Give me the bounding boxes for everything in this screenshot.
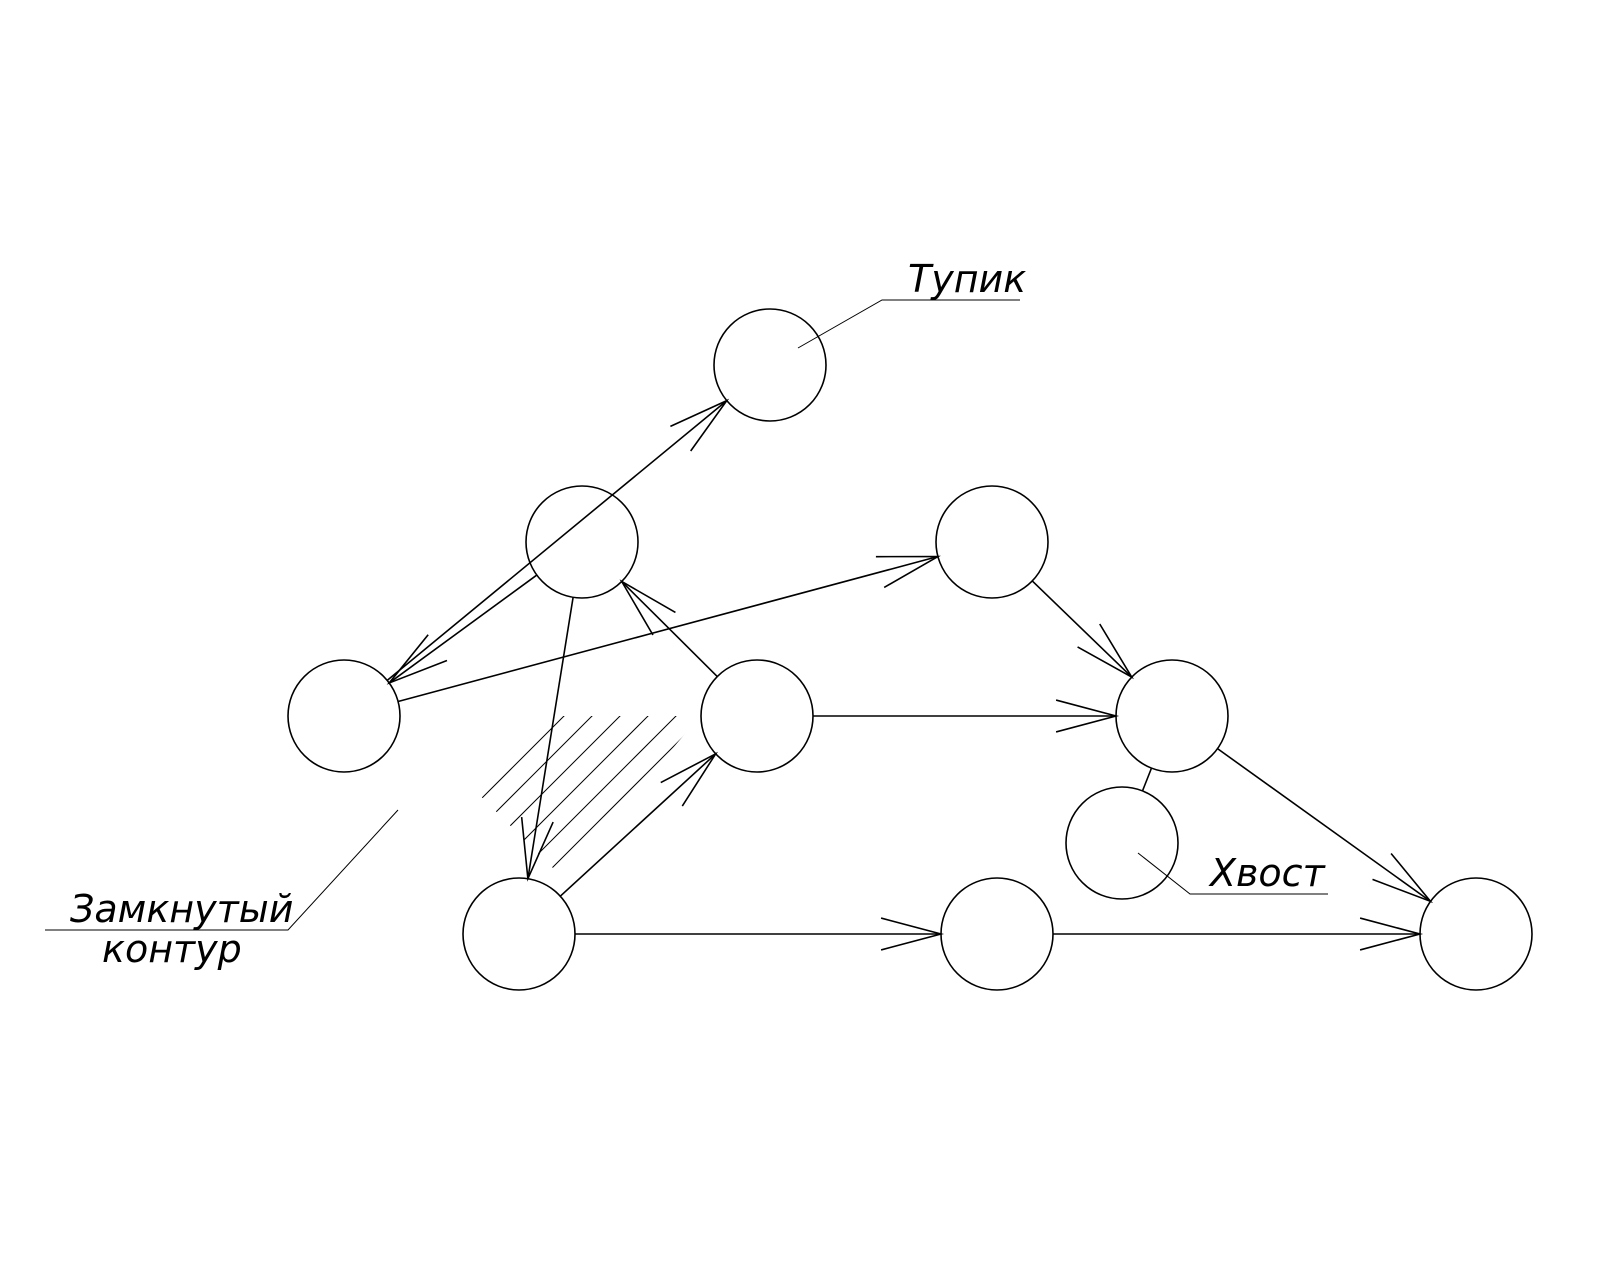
edge-d-e [1031, 580, 1133, 678]
node-i [1419, 877, 1533, 991]
hatch-line [659, 716, 700, 878]
node-b [287, 659, 401, 773]
closed-loop-hatching [400, 700, 944, 900]
dead-end-leader [797, 299, 1020, 349]
hatch-line [435, 716, 637, 878]
node-j [1065, 786, 1179, 900]
hatch-line [407, 716, 609, 878]
hatch-line [716, 700, 916, 900]
edge-f-a [621, 580, 718, 678]
node-d [935, 485, 1049, 599]
edge-a-g [527, 597, 574, 879]
edge-a-b [388, 574, 538, 684]
node-c [713, 308, 827, 422]
hatch-line [744, 700, 944, 900]
arrowhead-b-d [875, 555, 941, 589]
node-e [1115, 659, 1229, 773]
closed-loop-label-line2: контур [102, 927, 242, 971]
hatch-line [687, 716, 700, 878]
nodes [287, 308, 1533, 991]
hatch-line [400, 716, 581, 878]
edge-e-i [1217, 747, 1431, 903]
tail-label: Хвост [1208, 851, 1327, 895]
tail-leader [1137, 852, 1328, 895]
node-h [940, 877, 1054, 991]
node-g [462, 877, 576, 991]
closed-loop-leader [45, 809, 399, 931]
node-f [700, 659, 814, 773]
edge-b-d [397, 555, 939, 703]
hatch-line [491, 716, 693, 878]
edge-j-e [1141, 767, 1153, 792]
node-a [525, 485, 639, 599]
edge-b-c [386, 399, 728, 682]
closed-loop-label-line1: Замкнутый [70, 887, 293, 931]
edge-g-f [559, 753, 717, 897]
dead-end-label: Тупик [908, 257, 1026, 301]
hatch-line [463, 716, 665, 878]
